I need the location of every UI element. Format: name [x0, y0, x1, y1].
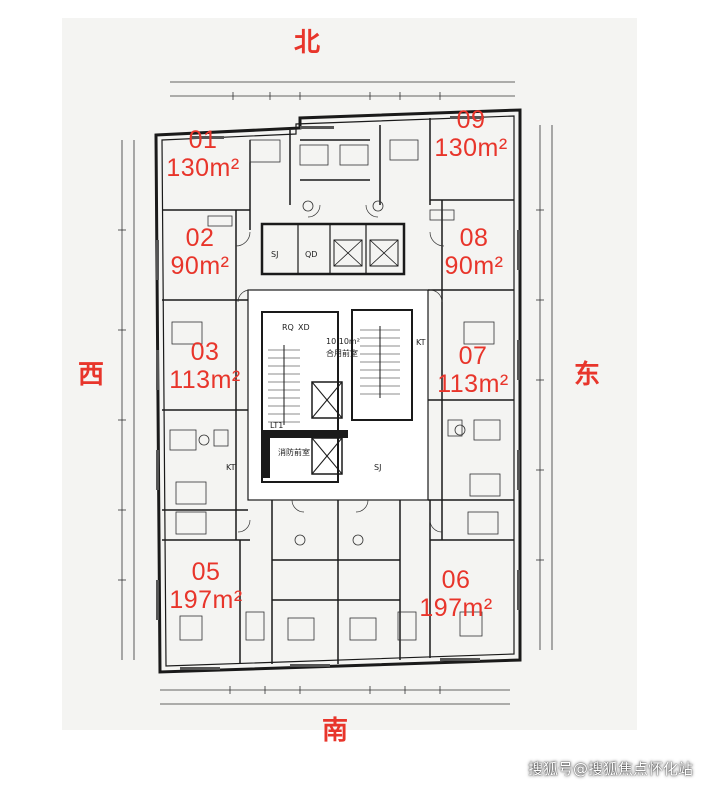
stair-west — [268, 345, 300, 425]
unit-area: 197m² — [419, 594, 493, 622]
furniture — [169, 139, 501, 641]
unit-number: 03 — [190, 338, 220, 366]
core-thick-wall-2 — [262, 438, 270, 478]
unit-number: 09 — [456, 106, 486, 134]
unit-label-05: 05 197m² — [160, 558, 252, 614]
unit-number: 07 — [458, 342, 488, 370]
unit-area: 90m² — [444, 252, 504, 280]
direction-south: 南 — [322, 716, 349, 746]
unit-area: 130m² — [166, 154, 240, 182]
unit-area: 113m² — [169, 366, 241, 394]
unit-number: 05 — [191, 558, 221, 586]
stair-east — [360, 326, 400, 398]
unit-number: 01 — [188, 126, 218, 154]
room-code-kt-west: KT — [226, 463, 236, 472]
unit-number: 02 — [185, 224, 215, 252]
room-code-rq: RQ — [282, 323, 294, 332]
unit-label-03: 03 113m² — [160, 338, 250, 394]
unit-area: 197m² — [169, 586, 243, 614]
unit-label-06: 06 197m² — [410, 566, 502, 622]
elevator-sj-south-label: SJ — [374, 463, 381, 472]
unit-area: 90m² — [170, 252, 230, 280]
windows — [156, 116, 520, 670]
direction-north: 北 — [294, 28, 321, 58]
elevator-sj-label: SJ — [271, 250, 278, 259]
stair-tag-label: LT1 — [270, 421, 283, 430]
unit-label-07: 07 113m² — [428, 342, 518, 398]
dimension-lines — [118, 81, 553, 705]
unit-label-01: 01 130m² — [160, 126, 246, 182]
direction-west: 西 — [78, 360, 105, 390]
unit-label-02: 02 90m² — [160, 224, 240, 280]
room-code-kt-east: KT — [416, 338, 426, 347]
unit-number: 06 — [441, 566, 471, 594]
unit-walls — [162, 118, 514, 664]
unit-label-09: 09 130m² — [428, 106, 514, 162]
room-code-xd: XD — [298, 323, 310, 332]
refuge-area-value: 10.10m² — [326, 337, 360, 346]
core — [261, 309, 413, 483]
core-thick-wall — [262, 430, 348, 438]
elevator-qd-label: QD — [305, 250, 317, 259]
direction-east: 东 — [574, 360, 601, 390]
doors — [235, 204, 445, 533]
unit-label-08: 08 90m² — [434, 224, 514, 280]
north-elevator-block — [260, 222, 406, 276]
fire-room-label: 消防前室 — [278, 447, 310, 457]
unit-number: 08 — [459, 224, 489, 252]
refuge-name: 合用前室 — [326, 348, 358, 358]
watermark-text: 搜狐号@搜狐焦点怀化站 — [527, 760, 693, 778]
unit-area: 113m² — [437, 370, 509, 398]
unit-area: 130m² — [434, 134, 508, 162]
